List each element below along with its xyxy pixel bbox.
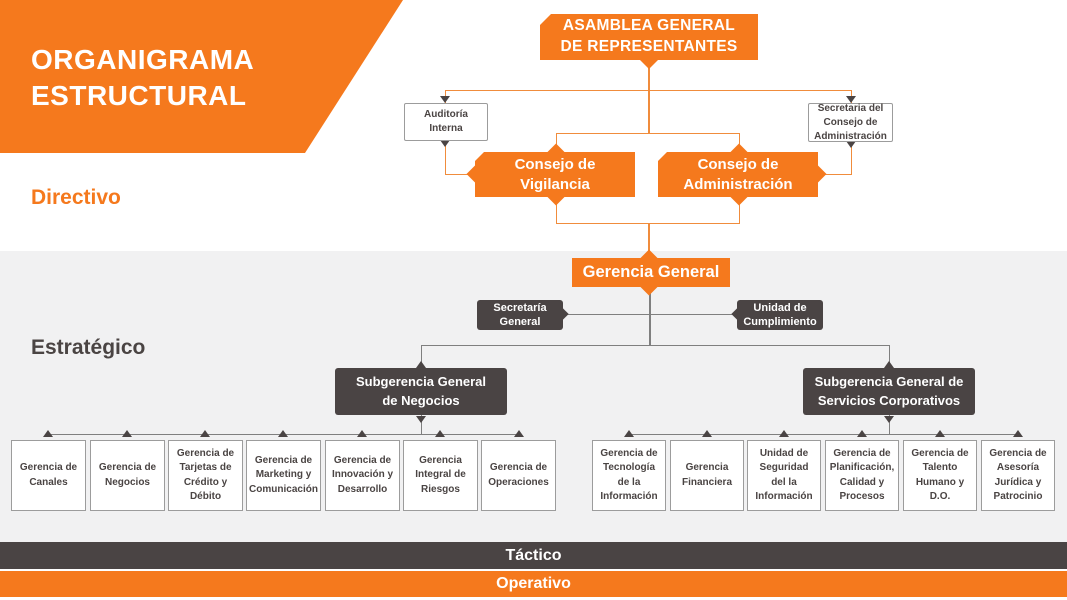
node-gerencia-general: Gerencia General — [572, 258, 730, 287]
node-consejo-vigilancia: Consejo de Vigilancia — [475, 152, 635, 197]
asamblea-pointer-icon — [638, 58, 660, 69]
node-consejo-administracion: Consejo de Administración — [658, 152, 818, 197]
connector-line — [421, 345, 889, 346]
connector-line — [445, 90, 851, 91]
arrow-up-icon — [435, 430, 445, 437]
node-gerencia-asesoria: Gerencia de Asesoría Jurídica y Patrocin… — [981, 440, 1055, 511]
connector-line — [851, 141, 852, 175]
connector-line — [421, 345, 422, 367]
node-secretaria-general: Secretaría General — [477, 300, 563, 330]
node-auditoria-interna: Auditoría Interna — [404, 103, 488, 141]
node-asamblea-general: ASAMBLEA GENERAL DE REPRESENTANTES — [540, 14, 758, 60]
connector-line — [556, 203, 557, 223]
tactico-label: Táctico — [505, 546, 562, 564]
arrow-down-icon — [846, 141, 856, 148]
operativo-bar: Operativo — [0, 571, 1067, 597]
arrow-up-icon — [935, 430, 945, 437]
connector-line — [822, 174, 851, 175]
arrow-up-icon — [278, 430, 288, 437]
node-gerencia-canales: Gerencia de Canales — [11, 440, 86, 511]
connector-line — [556, 133, 739, 134]
node-gerencia-planificacion: Gerencia de Planificación, Calidad y Pro… — [825, 440, 899, 511]
node-secretaria-consejo: Secretaria del Consejo de Administración — [808, 103, 893, 142]
connector-line — [648, 223, 650, 252]
arrow-up-icon — [884, 361, 894, 368]
operativo-label: Operativo — [496, 575, 571, 592]
node-gerencia-operaciones: Gerencia de Operaciones — [481, 440, 556, 511]
arrow-up-icon — [624, 430, 634, 437]
arrow-up-icon — [702, 430, 712, 437]
connector-line — [889, 345, 890, 367]
arrow-up-icon — [514, 430, 524, 437]
arrow-up-icon — [1013, 430, 1023, 437]
node-unidad-cumplimiento: Unidad de Cumplimiento — [737, 300, 823, 330]
node-gerencia-tarjetas: Gerencia de Tarjetas de Crédito y Débito — [168, 440, 243, 511]
connector-line — [629, 434, 1018, 435]
arrow-up-icon — [416, 361, 426, 368]
connector-line — [563, 314, 737, 315]
node-gerencia-negocios: Gerencia de Negocios — [90, 440, 165, 511]
node-subgerencia-servicios: Subgerencia General de Servicios Corpora… — [803, 368, 975, 415]
node-unidad-seguridad: Unidad de Seguridad del la Información — [747, 440, 821, 511]
arrow-down-icon — [846, 96, 856, 103]
connector-line — [556, 133, 557, 147]
node-subgerencia-negocios: Subgerencia General de Negocios — [335, 368, 507, 415]
connector-line — [739, 133, 740, 147]
section-label-directivo: Directivo — [31, 186, 121, 209]
arrow-up-icon — [857, 430, 867, 437]
page-title: ORGANIGRAMA ESTRUCTURAL — [31, 44, 255, 112]
node-gerencia-tecnologia: Gerencia de Tecnología de la Información — [592, 440, 666, 511]
node-gerencia-innovacion: Gerencia de Innovación y Desarrollo — [325, 440, 400, 511]
section-label-estrategico: Estratégico — [31, 336, 146, 359]
arrow-down-icon — [440, 96, 450, 103]
connector-line — [648, 59, 650, 133]
arrow-up-icon — [357, 430, 367, 437]
arrow-down-icon — [440, 140, 450, 147]
connector-line — [445, 174, 471, 175]
node-gerencia-financiera: Gerencia Financiera — [670, 440, 744, 511]
connector-line — [649, 290, 651, 345]
connector-line — [889, 415, 890, 434]
arrow-up-icon — [200, 430, 210, 437]
arrow-down-icon — [884, 416, 894, 423]
node-gerencia-riesgos: Gerencia Integral de Riesgos — [403, 440, 478, 511]
arrow-up-icon — [122, 430, 132, 437]
connector-line — [421, 415, 422, 434]
arrow-down-icon — [416, 416, 426, 423]
connector-line — [739, 203, 740, 223]
node-gerencia-talento: Gerencia de Talento Humano y D.O. — [903, 440, 977, 511]
tactico-bar: Táctico — [0, 542, 1067, 569]
arrow-up-icon — [43, 430, 53, 437]
arrow-up-icon — [779, 430, 789, 437]
connector-line — [445, 140, 446, 175]
node-gerencia-marketing: Gerencia de Marketing y Comunicación — [246, 440, 321, 511]
